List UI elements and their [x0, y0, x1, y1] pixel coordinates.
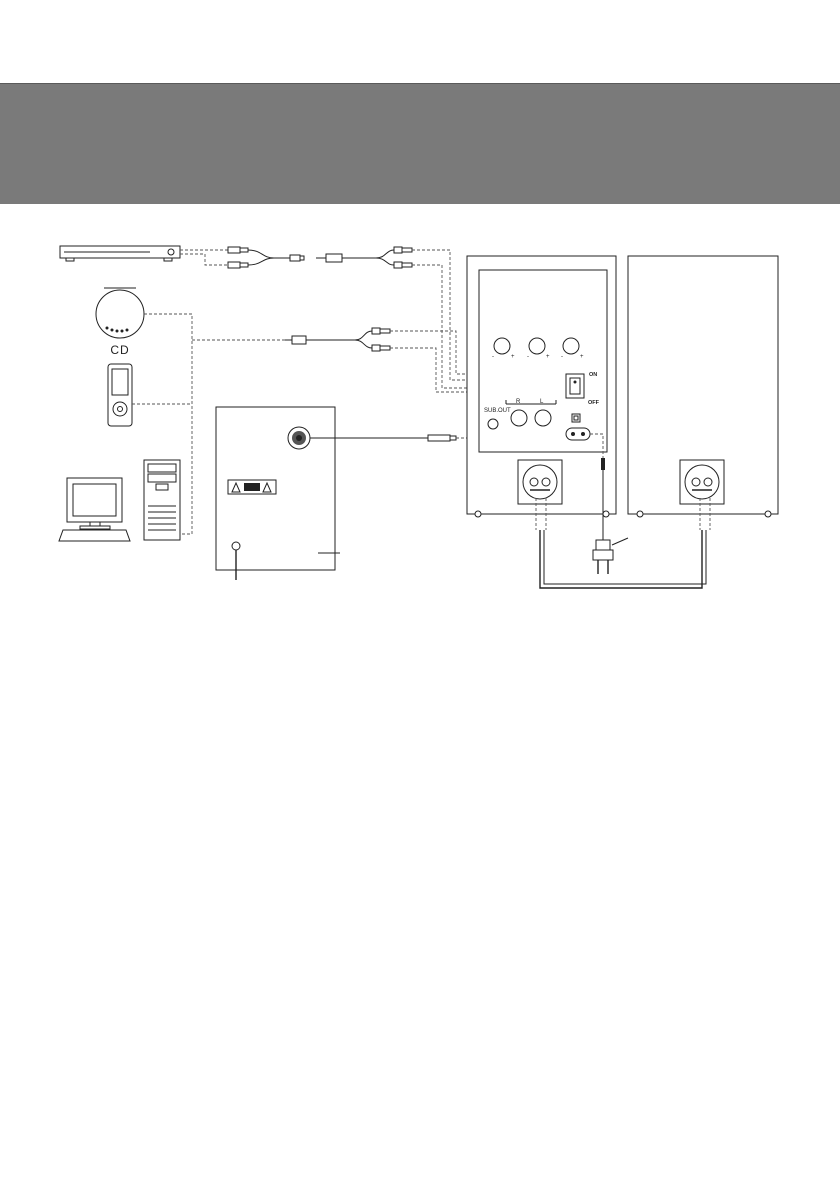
rca-to-35mm-cable-middle — [285, 328, 390, 351]
cd-label: CD — [110, 343, 129, 357]
rca-to-35mm-cable-top — [228, 247, 412, 268]
power-off-label: OFF — [588, 400, 600, 406]
active-speaker: - + - + - + — [467, 256, 616, 517]
svg-text:-: - — [527, 354, 529, 360]
connection-diagram: .ln { stroke:#222; fill:none; stroke-wid… — [0, 210, 840, 610]
dvd-player-icon — [60, 246, 180, 261]
svg-text:-: - — [561, 354, 563, 360]
computer-monitor-icon — [59, 478, 130, 541]
subwoofer-unit — [216, 407, 340, 580]
sub-out-cable — [310, 424, 492, 441]
svg-text:+: + — [546, 354, 550, 360]
sub-out-label: SUB.OUT — [484, 408, 511, 414]
svg-text:-: - — [492, 354, 494, 360]
passive-speaker — [628, 256, 778, 517]
svg-text:+: + — [511, 354, 515, 360]
header-band — [0, 84, 840, 204]
svg-text:+: + — [580, 354, 584, 360]
right-input-label: R — [516, 399, 521, 405]
computer-tower-icon — [144, 460, 180, 540]
mp3-player-icon — [108, 364, 132, 426]
cd-player-icon — [96, 288, 144, 338]
power-on-label: ON — [589, 372, 597, 378]
